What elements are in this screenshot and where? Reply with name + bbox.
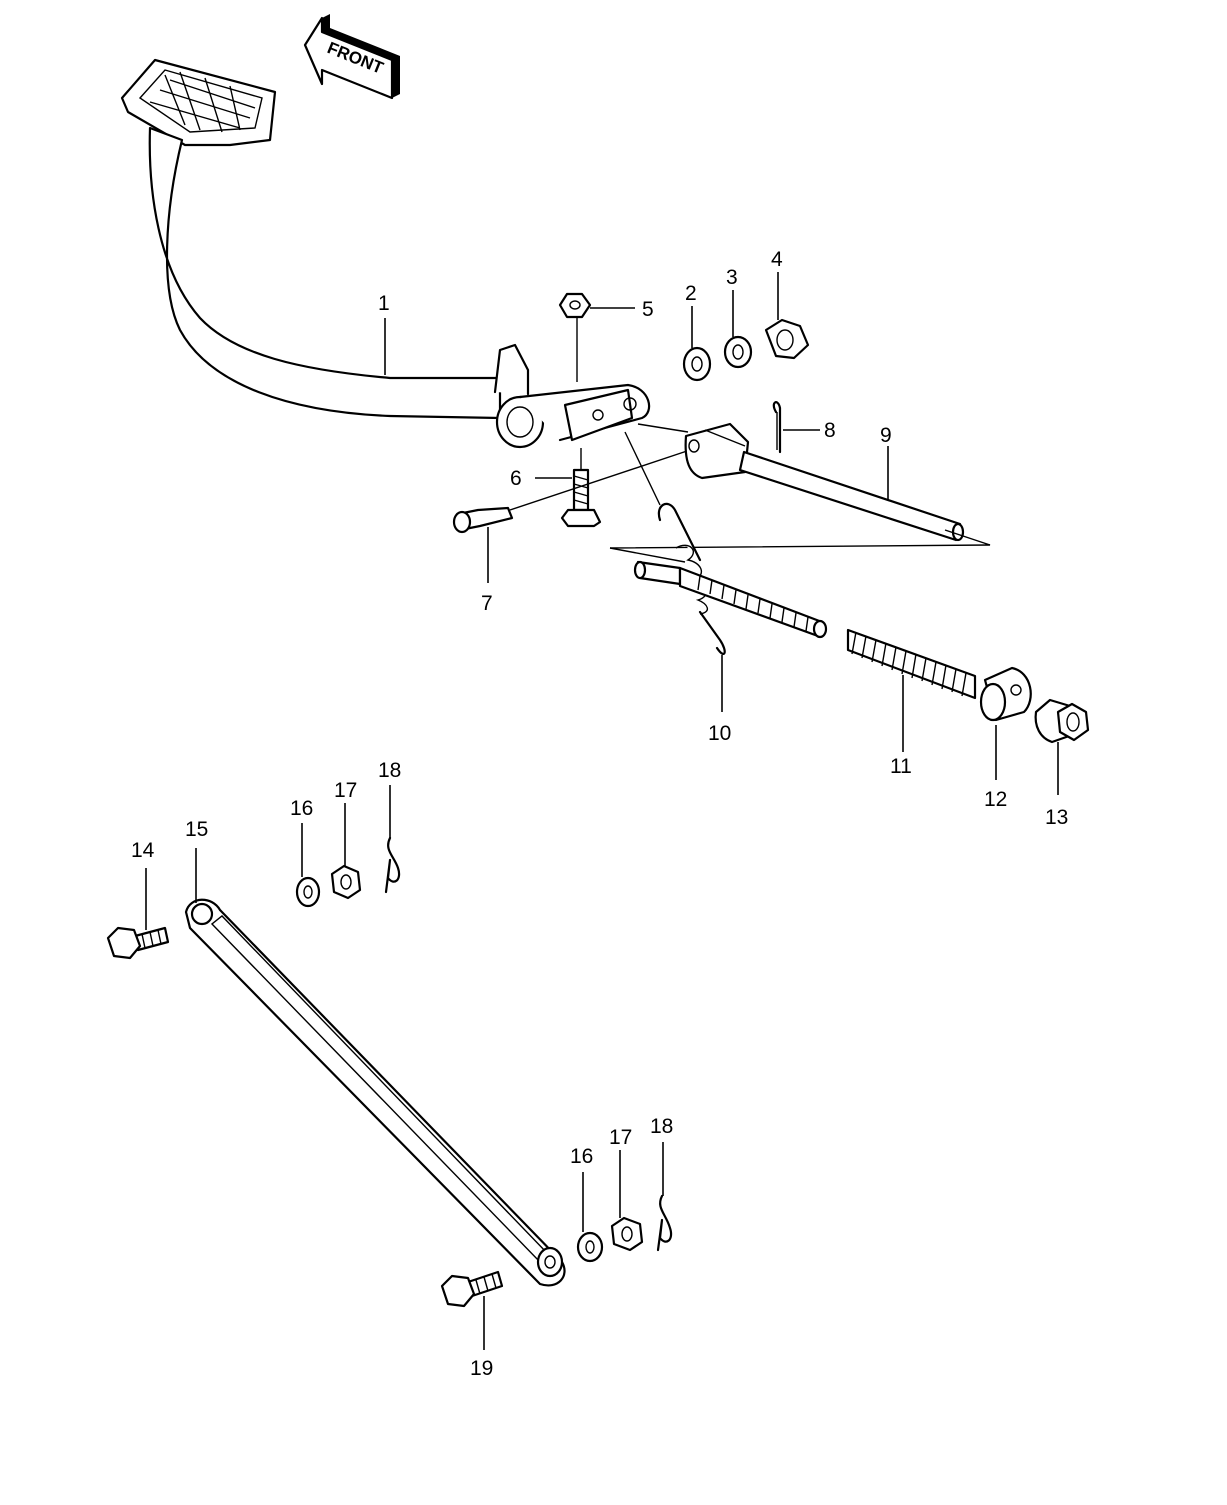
callout-5: 5 <box>642 298 654 321</box>
callout-18-upper: 18 <box>378 759 401 782</box>
callout-11: 11 <box>890 755 912 778</box>
callout-6: 6 <box>510 467 522 490</box>
return-spring-part-10 <box>657 502 726 656</box>
nut-part-4 <box>764 318 810 360</box>
cotter-pin-part-8 <box>772 401 782 454</box>
nut-part-17-lower <box>610 1216 644 1252</box>
adjusting-nut-part-13 <box>1034 698 1090 744</box>
callout-10: 10 <box>708 722 731 745</box>
nut-part-17-upper <box>330 864 362 900</box>
brake-pedal-part <box>120 58 651 449</box>
nut-part-5 <box>558 292 592 319</box>
trunnion-part-12 <box>979 666 1032 722</box>
callout-17-lower: 17 <box>609 1126 632 1149</box>
r-clip-part-18-upper <box>384 836 401 894</box>
callout-16-lower: 16 <box>570 1145 593 1168</box>
callout-9: 9 <box>880 424 892 447</box>
callout-15: 15 <box>185 818 208 841</box>
clevis-pin-part-7 <box>452 506 514 534</box>
lock-washer-part-3 <box>723 335 753 369</box>
washer-part-2 <box>682 346 712 382</box>
washer-part-16-upper <box>295 876 321 908</box>
front-arrow-icon: FRONT <box>303 14 400 100</box>
callout-2: 2 <box>685 282 697 305</box>
callout-16-upper: 16 <box>290 797 313 820</box>
bolt-part-14 <box>106 926 170 960</box>
threaded-rod-end <box>633 560 828 639</box>
callout-18-lower: 18 <box>650 1115 673 1138</box>
callout-12: 12 <box>984 788 1007 811</box>
torque-link-part-15 <box>184 898 566 1287</box>
callout-8: 8 <box>824 419 836 442</box>
brake-rod-part-9 <box>684 422 965 542</box>
r-clip-part-18-lower <box>656 1194 673 1252</box>
callout-1: 1 <box>378 292 390 315</box>
washer-part-16-lower <box>576 1231 604 1263</box>
bolt-part-19 <box>440 1270 504 1308</box>
callout-19: 19 <box>470 1357 493 1380</box>
callout-7: 7 <box>481 592 493 615</box>
callout-13: 13 <box>1045 806 1068 829</box>
callout-14: 14 <box>131 839 155 862</box>
callout-4: 4 <box>771 248 783 271</box>
callout-3: 3 <box>726 266 738 289</box>
callout-17-upper: 17 <box>334 779 357 802</box>
compression-spring-part-11 <box>846 628 977 700</box>
